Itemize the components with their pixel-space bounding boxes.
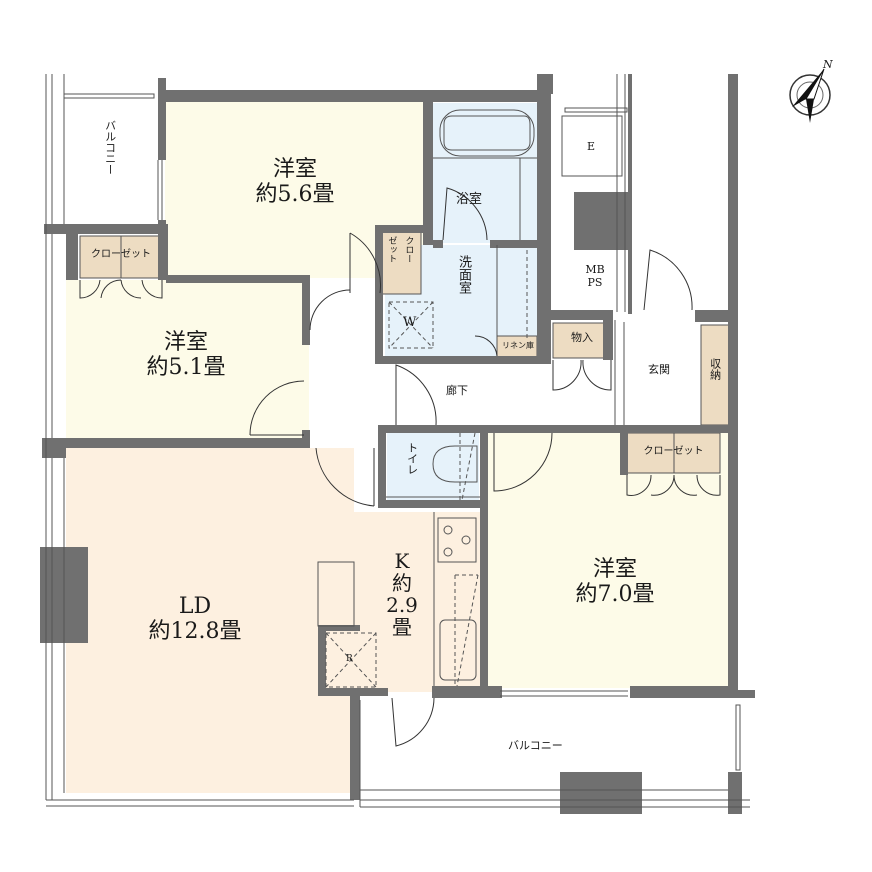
closet-small-label-col2: ゼット xyxy=(386,236,397,263)
bedroom-56-label: 洋室 約5.6畳 xyxy=(240,157,350,208)
room-size-value: 2.9 xyxy=(386,593,418,617)
closet-right-label: クローゼット xyxy=(643,446,704,457)
door-closet-tl xyxy=(79,279,163,299)
compass-icon xyxy=(789,68,831,123)
bedroom-7-0-fill xyxy=(488,432,728,688)
ld-label: LD 約12.8畳 xyxy=(130,594,260,645)
mbps-label: MB PS xyxy=(580,263,610,289)
doors xyxy=(79,187,721,747)
balcony-bottom-label: バルコニー xyxy=(508,739,563,752)
closet-small xyxy=(380,231,422,295)
fridge-space xyxy=(325,632,377,688)
shuno-label: 収納 xyxy=(708,358,722,380)
balcony-top-label: バルコニー xyxy=(103,120,117,175)
washroom-label: 洗面室 xyxy=(455,255,471,294)
door-toilet xyxy=(395,364,437,426)
bedroom-70-label: 洋室 約7.0畳 xyxy=(560,557,670,608)
monoire xyxy=(552,322,612,359)
room-name: 洋室 xyxy=(272,157,317,182)
door-monoire xyxy=(552,359,612,391)
thin-lines xyxy=(45,74,750,808)
bath-label: 浴室 xyxy=(456,192,483,207)
entrance-label: 玄関 xyxy=(648,363,670,376)
door-ld xyxy=(315,447,375,507)
monoire-label: 物入 xyxy=(571,331,593,344)
storage-fills xyxy=(79,231,730,474)
room-name: 洋室 xyxy=(592,557,637,582)
dashed-fixtures xyxy=(325,250,528,688)
washer-label: W xyxy=(403,315,417,330)
corridor-label: 廊下 xyxy=(446,384,468,397)
door-linen xyxy=(474,335,498,357)
fridge-label: R xyxy=(346,654,353,664)
closet-top-left-label: クローゼット xyxy=(91,249,151,260)
room-size: 約5.6畳 xyxy=(255,182,335,208)
door-bedroom-51 xyxy=(249,380,305,436)
compass-label: N xyxy=(823,58,833,71)
room-name: LD xyxy=(178,594,212,619)
linen-label: リネン庫 xyxy=(502,341,534,350)
room-name: 洋室 xyxy=(163,330,208,355)
door-bedroom-56 xyxy=(349,232,381,294)
bedroom-51-label: 洋室 約5.1畳 xyxy=(131,330,241,381)
mbps-line2: PS xyxy=(587,275,603,289)
room-size: 約12.8畳 xyxy=(148,619,242,645)
kitchen-label: K 約 2.9 畳 xyxy=(380,550,424,638)
bath-fill xyxy=(433,103,537,243)
door-entrance xyxy=(643,249,693,311)
room-size: 約7.0畳 xyxy=(575,582,655,608)
ld-fill xyxy=(66,448,354,793)
door-kitchen-balcony xyxy=(391,697,435,747)
door-closet-right xyxy=(626,474,721,496)
room-size-unit: 畳 xyxy=(392,615,412,639)
toilet-label: トイレ xyxy=(405,442,419,475)
door-corridor xyxy=(309,289,351,331)
door-bath xyxy=(442,187,488,241)
washer-pan xyxy=(388,301,434,349)
bedroom-5-1-fill xyxy=(66,280,309,440)
closet-small-label-col1: クロー xyxy=(403,236,414,263)
room-size-prefix: 約 xyxy=(392,571,412,595)
kitchen-fill xyxy=(320,512,480,692)
room-size: 約5.1畳 xyxy=(146,355,226,381)
elevator-label: E xyxy=(587,140,596,153)
room-name: K xyxy=(394,549,410,573)
door-bedroom-70 xyxy=(493,432,553,492)
mbps-line1: MB xyxy=(585,263,605,276)
